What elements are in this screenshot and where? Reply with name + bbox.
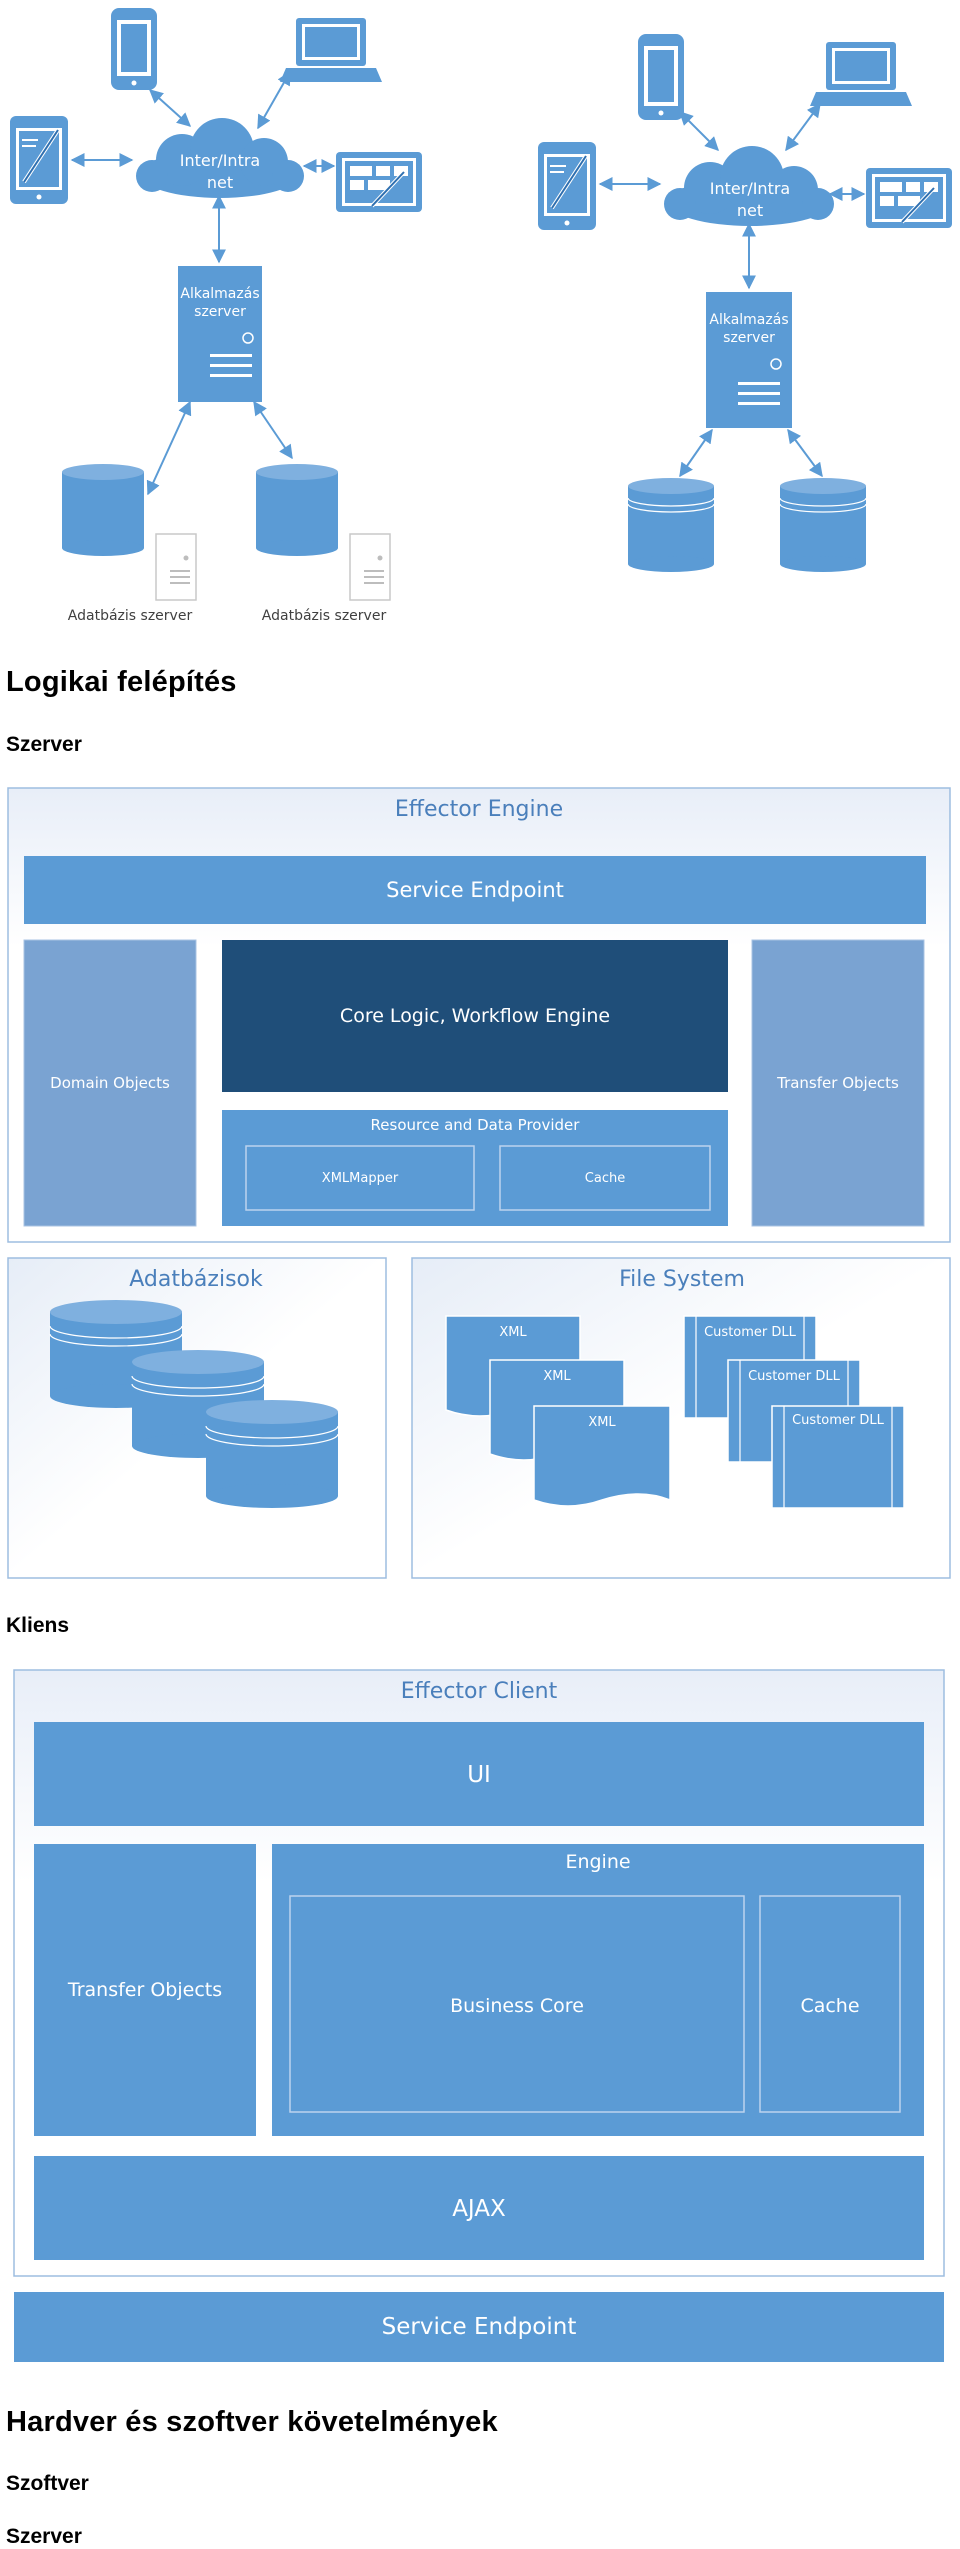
phone-icon: [638, 34, 684, 120]
app-server-label-line-1: Alkalmazás: [709, 312, 788, 328]
monitor-app-icon: [866, 168, 952, 228]
business-core-box: [289, 1895, 745, 2113]
file-system-title: File System: [619, 1267, 745, 1292]
app-server-label-line-1: Alkalmazás: [180, 286, 259, 302]
xml-mapper-box: [245, 1145, 475, 1211]
database-stack-icon: [627, 478, 715, 572]
resource-provider-label: Resource and Data Provider: [371, 1116, 581, 1134]
phone-icon: [111, 8, 157, 90]
cache-label: Cache: [800, 1995, 859, 2017]
customer-dll-label: Customer DLL: [704, 1325, 797, 1340]
tablet-pen-icon: [538, 142, 596, 230]
client-service-endpoint-label: Service Endpoint: [382, 2314, 577, 2340]
subheading-software: Szoftver: [6, 2472, 89, 2495]
subheading-server: Szerver: [6, 733, 82, 756]
transfer-objects-label: Transfer Objects: [67, 1979, 222, 2001]
database-stack-icon: [205, 1400, 339, 1508]
domain-objects-box: [23, 939, 197, 1227]
server-diagram: Effector Engine Service Endpoint Domain …: [7, 787, 951, 1579]
cloud-label-line-2: net: [737, 201, 763, 220]
db-server-box-icon: [155, 533, 197, 601]
transfer-objects-box: [34, 1844, 256, 2136]
app-server-icon: [706, 292, 792, 428]
cloud-label-line-1: Inter/Intra: [180, 151, 260, 170]
database-icon: [62, 464, 144, 556]
cloud-label-line-1: Inter/Intra: [710, 179, 790, 198]
cloud-icon: [664, 146, 834, 226]
db-server-label: Adatbázis szerver: [68, 608, 193, 624]
databases-title: Adatbázisok: [129, 1267, 263, 1292]
cloud-label-line-2: net: [207, 173, 233, 192]
effector-client-title: Effector Client: [401, 1679, 558, 1704]
transfer-objects-box: [751, 939, 925, 1227]
customer-dll-icon: [771, 1405, 905, 1509]
cloud-icon: [136, 118, 304, 198]
subheading-client: Kliens: [6, 1614, 70, 1637]
tablet-pen-icon: [10, 116, 68, 204]
app-server-icon: [178, 266, 262, 402]
service-endpoint-label: Service Endpoint: [386, 878, 564, 902]
cache-box: [499, 1145, 711, 1211]
customer-dll-label: Customer DLL: [748, 1369, 841, 1384]
topology-right: Inter/Intra net Alkalmazás szerver: [538, 34, 952, 572]
ajax-label: AJAX: [452, 2196, 506, 2222]
client-service-endpoint-bar: [14, 2292, 944, 2362]
monitor-app-icon: [336, 152, 422, 212]
effector-engine-title: Effector Engine: [395, 797, 563, 822]
engine-box: [272, 1844, 924, 2136]
cache-box: [759, 1895, 901, 2113]
domain-objects-label: Domain Objects: [50, 1074, 170, 1092]
ajax-bar: [34, 2156, 924, 2260]
xml-document-icon: [533, 1405, 671, 1507]
section-heading-requirements: Hardver és szoftver követelmények: [6, 2406, 498, 2438]
app-server-label-line-2: szerver: [723, 330, 775, 346]
client-diagram: Effector Client UI Transfer Objects Engi…: [13, 1669, 945, 2362]
business-core-label: Business Core: [450, 1995, 584, 2017]
core-logic-label: Core Logic, Workflow Engine: [340, 1005, 610, 1027]
customer-dll-label: Customer DLL: [792, 1413, 885, 1428]
topology-left: Inter/Intra net Alkalmazás szerver: [10, 8, 422, 624]
core-logic-box: [222, 940, 728, 1092]
section-heading-logical: Logikai felépítés: [6, 666, 237, 698]
db-server-label: Adatbázis szerver: [262, 608, 387, 624]
xml-file-label: XML: [588, 1415, 616, 1430]
resource-provider-box: [222, 1110, 728, 1226]
ui-label: UI: [467, 1762, 491, 1788]
db-server-box-icon: [349, 533, 391, 601]
xml-mapper-label: XMLMapper: [322, 1171, 399, 1186]
cache-label: Cache: [585, 1171, 625, 1186]
laptop-icon: [810, 42, 912, 106]
transfer-objects-label: Transfer Objects: [776, 1074, 899, 1092]
service-endpoint-bar: [24, 856, 926, 924]
laptop-icon: [280, 18, 382, 82]
database-stack-icon: [779, 478, 867, 572]
xml-file-label: XML: [499, 1325, 527, 1340]
engine-label: Engine: [565, 1851, 630, 1873]
xml-file-label: XML: [543, 1369, 571, 1384]
ui-bar: [34, 1722, 924, 1826]
subheading-server-bottom: Szerver: [6, 2525, 82, 2548]
database-icon: [256, 464, 338, 556]
app-server-label-line-2: szerver: [194, 304, 246, 320]
